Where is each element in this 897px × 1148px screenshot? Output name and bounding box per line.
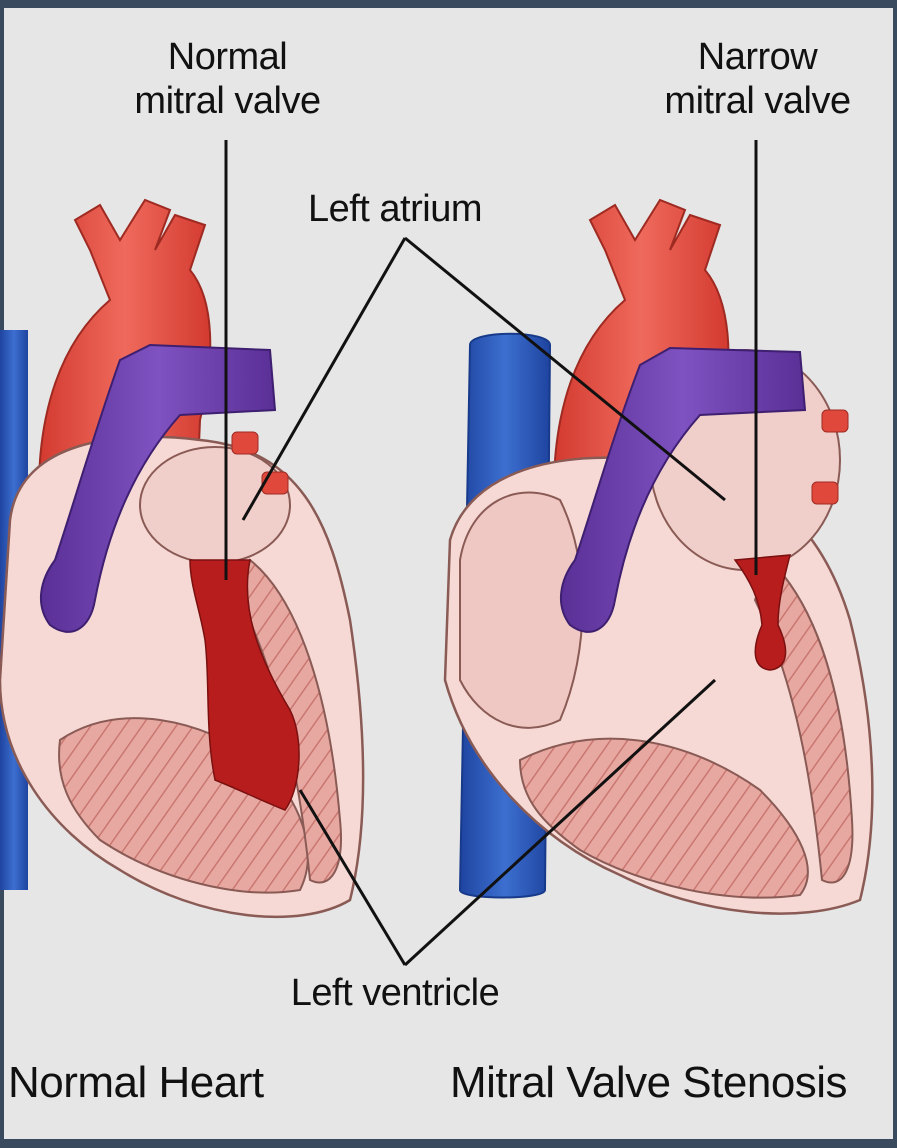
left-atrium-normal — [140, 447, 290, 563]
pulmonary-vein-stenosis-1 — [822, 410, 848, 432]
label-narrow-line1: Narrow — [650, 36, 865, 80]
label-normal-line2: mitral valve — [120, 80, 335, 124]
caption-mitral-valve-stenosis: Mitral Valve Stenosis — [450, 1058, 847, 1109]
label-left-ventricle: Left ventricle — [265, 972, 525, 1016]
caption-normal-heart: Normal Heart — [8, 1058, 264, 1109]
pulmonary-vein-stenosis-2 — [812, 482, 838, 504]
label-narrow-mitral-valve: Narrow mitral valve — [650, 36, 865, 123]
label-normal-line1: Normal — [120, 36, 335, 80]
label-left-atrium: Left atrium — [285, 188, 505, 232]
label-normal-mitral-valve: Normal mitral valve — [120, 36, 335, 123]
label-narrow-line2: mitral valve — [650, 80, 865, 124]
pulmonary-vein-normal-1 — [232, 432, 258, 454]
